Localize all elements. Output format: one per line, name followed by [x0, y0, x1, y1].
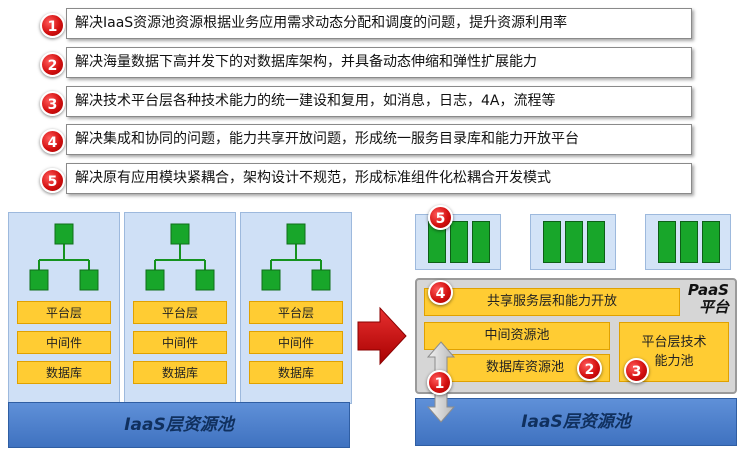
- problem-row-1: 解决IaaS资源池资源根据业务应用需求动态分配和调度的问题，提升资源利用率: [66, 8, 692, 39]
- problem-row-2: 解决海量数据下高并发下的对数据库架构，并具备动态伸缩和弹性扩展能力: [66, 47, 692, 78]
- platform-layer: 平台层: [17, 301, 111, 324]
- app-stack-1: 平台层 中间件 数据库: [8, 212, 120, 404]
- problem-row-3: 解决技术平台层各种技术能力的统一建设和复用，如消息，日志，4A，流程等: [66, 86, 692, 117]
- component-bar: [680, 221, 698, 263]
- database-layer: 数据库: [17, 361, 111, 384]
- tree-icon: [29, 223, 99, 291]
- transition-arrow-icon: [357, 306, 407, 366]
- component-bar: [543, 221, 561, 263]
- component-box-3: [645, 214, 731, 270]
- number-badge-1-right: 1: [427, 370, 452, 395]
- number-badge-4-right: 4: [428, 280, 453, 305]
- platform-ability-line2: 能力池: [654, 354, 694, 369]
- shared-service-layer: 共享服务层和能力开放: [424, 288, 680, 316]
- middleware-layer: 中间件: [249, 331, 343, 354]
- platform-layer: 平台层: [249, 301, 343, 324]
- number-badge-5: 5: [40, 168, 65, 193]
- component-box-2: [530, 214, 616, 270]
- platform-ability-line1: 平台层技术: [641, 335, 707, 350]
- iaas-pool-bar-right: IaaS层资源池: [415, 398, 737, 446]
- component-bar: [472, 221, 490, 263]
- number-badge-4: 4: [40, 129, 65, 154]
- component-bar: [565, 221, 583, 263]
- number-badge-2-right: 2: [577, 356, 602, 381]
- paas-label-line2: 平台: [698, 298, 729, 316]
- number-badge-3-right: 3: [624, 358, 649, 383]
- number-badge-3: 3: [40, 91, 65, 116]
- app-stack-2: 平台层 中间件 数据库: [124, 212, 236, 404]
- iaas-pool-bar-left: IaaS层资源池: [8, 402, 350, 448]
- middleware-pool: 中间资源池: [424, 322, 610, 350]
- number-badge-5-right: 5: [428, 205, 453, 230]
- middleware-layer: 中间件: [17, 331, 111, 354]
- component-box-1: [415, 214, 501, 270]
- middleware-layer: 中间件: [133, 331, 227, 354]
- number-badge-1: 1: [40, 13, 65, 38]
- problem-row-4: 解决集成和协同的问题，能力共享开放问题，形成统一服务目录库和能力开放平台: [66, 124, 692, 155]
- component-bar: [658, 221, 676, 263]
- component-bar: [702, 221, 720, 263]
- platform-ability-pool: 平台层技术 能力池: [619, 322, 729, 382]
- paas-platform-label: PaaS 平台: [688, 282, 729, 316]
- paas-label-line1: PaaS: [687, 281, 729, 299]
- tree-icon: [261, 223, 331, 291]
- database-layer: 数据库: [133, 361, 227, 384]
- component-bar: [450, 221, 468, 263]
- tree-icon: [145, 223, 215, 291]
- database-layer: 数据库: [249, 361, 343, 384]
- number-badge-2: 2: [40, 52, 65, 77]
- component-bar: [587, 221, 605, 263]
- problem-row-5: 解决原有应用模块紧耦合，架构设计不规范，形成标准组件化松耦合开发模式: [66, 163, 692, 194]
- platform-layer: 平台层: [133, 301, 227, 324]
- app-stack-3: 平台层 中间件 数据库: [240, 212, 352, 404]
